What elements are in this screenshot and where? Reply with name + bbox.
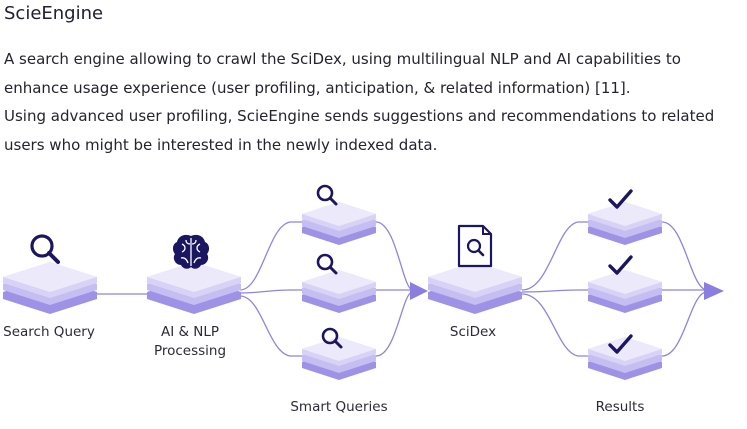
- brain-icon: [172, 234, 210, 269]
- search-icon: [30, 234, 60, 264]
- arrowhead: [704, 282, 724, 300]
- search-icon: [316, 184, 338, 206]
- node-label: AI & NLP: [161, 324, 219, 340]
- arrowhead: [410, 282, 428, 300]
- page-title: ScieEngine: [4, 3, 104, 24]
- description-paragraph: Using advanced user profiling, ScieEngin…: [4, 107, 715, 154]
- connector-lines: [97, 221, 707, 357]
- node-label: Processing: [154, 343, 226, 359]
- node-label: SciDex: [450, 324, 496, 340]
- node-smart-queries: Smart Queries: [290, 184, 388, 415]
- document-search-icon: [457, 224, 493, 268]
- node-label: Results: [596, 399, 645, 415]
- node-ai-nlp: AI & NLP Processing: [147, 234, 241, 359]
- node-label: Search Query: [3, 324, 95, 340]
- node-results: Results: [588, 189, 662, 415]
- node-scidex: SciDex: [428, 224, 522, 340]
- checkmark-icon: [608, 255, 633, 275]
- node-label: Smart Queries: [290, 399, 387, 415]
- description: A search engine allowing to crawl the Sc…: [4, 45, 744, 159]
- search-icon: [316, 253, 338, 275]
- description-paragraph: A search engine allowing to crawl the Sc…: [4, 50, 681, 97]
- node-search-query: Search Query: [3, 234, 97, 340]
